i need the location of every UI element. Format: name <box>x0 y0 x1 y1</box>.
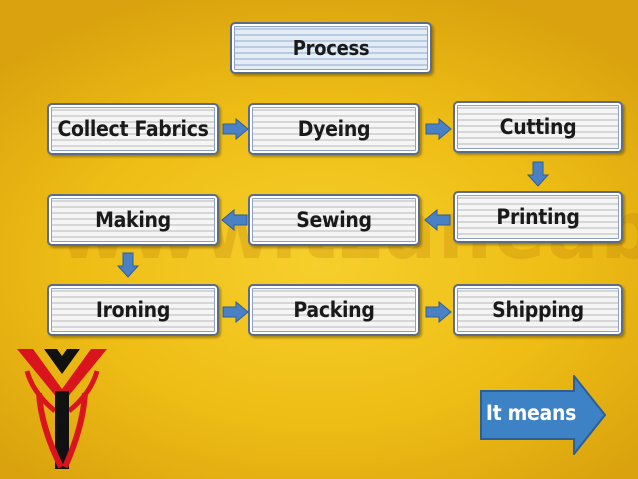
step-collect-fabrics: Collect Fabrics <box>47 103 219 155</box>
arrow-left-icon <box>221 208 248 232</box>
arrow-right-icon <box>222 300 249 324</box>
arrow-down-icon <box>116 252 140 278</box>
step-shipping: Shipping <box>453 284 623 336</box>
arrow-right-icon <box>480 375 606 455</box>
arrow-right-icon <box>222 117 249 141</box>
step-dyeing: Dyeing <box>248 103 420 155</box>
step-sewing: Sewing <box>248 194 420 246</box>
step-packing: Packing <box>248 284 420 336</box>
it-means-label: It means <box>485 401 577 425</box>
arrow-down-icon <box>526 161 550 187</box>
it-means-button[interactable]: It means <box>480 375 606 455</box>
arrow-left-icon <box>424 208 451 232</box>
step-printing: Printing <box>453 191 623 243</box>
process-title: Process <box>230 22 432 74</box>
step-making: Making <box>47 194 219 246</box>
company-logo <box>17 349 107 469</box>
step-cutting: Cutting <box>453 101 623 153</box>
arrow-right-icon <box>425 300 452 324</box>
step-ironing: Ironing <box>47 284 219 336</box>
arrow-right-icon <box>425 117 452 141</box>
